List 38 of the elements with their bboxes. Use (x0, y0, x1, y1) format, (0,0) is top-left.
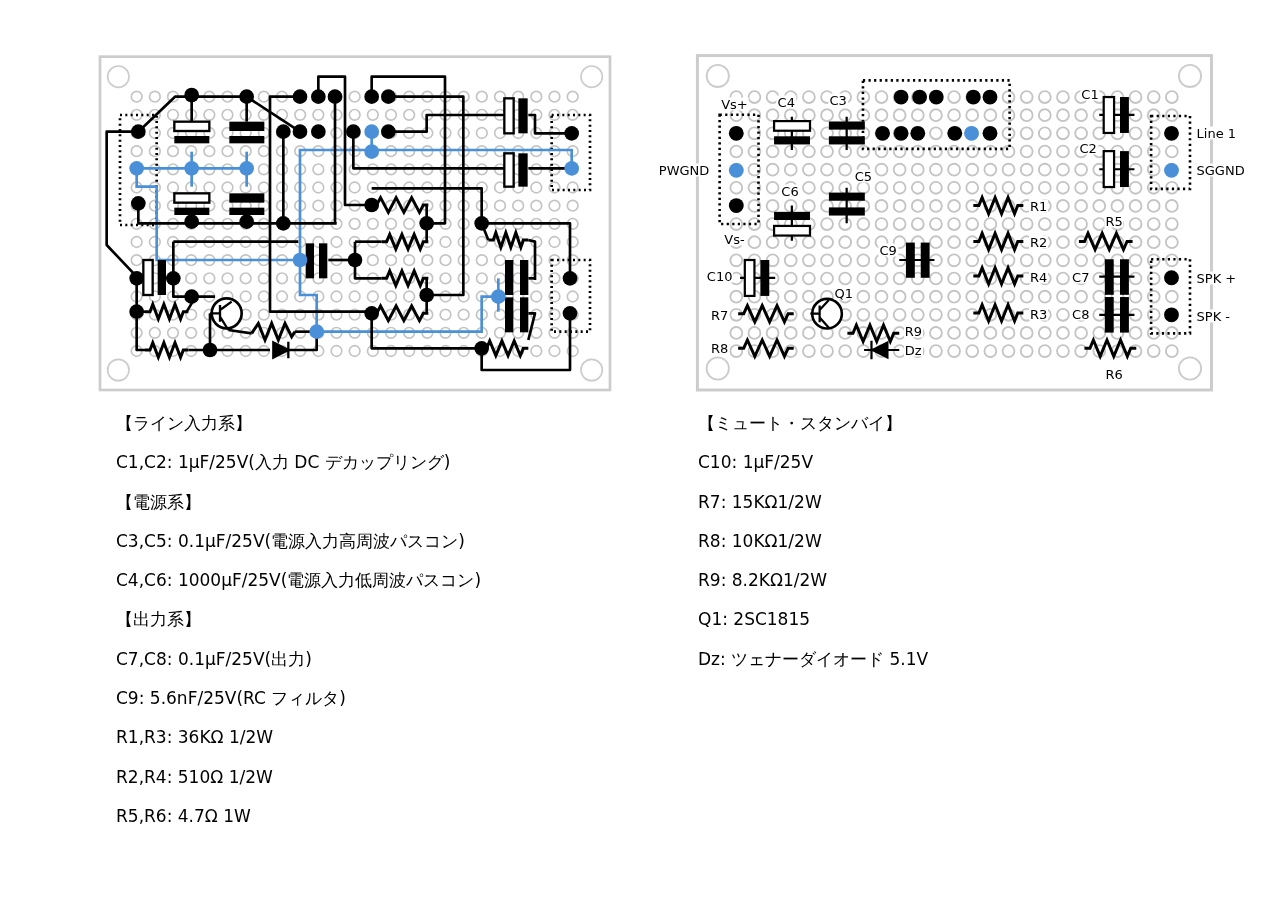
parts-list-line: R7: 15KΩ1/2W (698, 490, 823, 514)
component-label: C7 (1071, 270, 1091, 284)
component-label: R5 (1104, 214, 1124, 228)
parts-list-line: 【電源系】 (116, 490, 202, 514)
component-label: C6 (780, 184, 800, 198)
component-label: C5 (853, 169, 873, 183)
component-label: R6 (1104, 367, 1124, 381)
parts-list-line: Q1: 2SC1815 (698, 608, 812, 632)
parts-list-line: C7,C8: 0.1μF/25V(出力) (116, 647, 313, 671)
component-label: C2 (1078, 141, 1098, 155)
component-label: Vs+ (720, 97, 749, 111)
component-label: SPK + (1195, 271, 1238, 285)
parts-list-line: C9: 5.6nF/25V(RC フィルタ) (116, 687, 347, 711)
component-label: PWGND (657, 163, 711, 177)
component-label: C4 (776, 95, 796, 109)
component-label: Vs- (723, 232, 746, 246)
parts-list-line: 【ライン入力系】 (116, 412, 253, 435)
parts-list-line: R8: 10KΩ1/2W (698, 529, 823, 553)
parts-list-line: R5,R6: 4.7Ω 1W (116, 804, 252, 828)
component-label: C10 (705, 269, 734, 283)
parts-list-line: 【出力系】 (116, 608, 202, 632)
parts-list-line: C3,C5: 0.1μF/25V(電源入力高周波パスコン) (116, 529, 466, 553)
parts-list-line: R2,R4: 510Ω 1/2W (116, 765, 274, 789)
component-label: C3 (828, 93, 848, 107)
component-label: C9 (878, 243, 898, 257)
parts-list-line: R1,R3: 36KΩ 1/2W (116, 726, 275, 750)
component-label: SGGND (1195, 163, 1246, 177)
parts-list-line: R9: 8.2KΩ1/2W (698, 569, 829, 593)
component-label: C8 (1071, 307, 1091, 321)
parts-list-line: Dz: ツェナーダイオード 5.1V (698, 647, 929, 671)
parts-list-line: C10: 1μF/25V (698, 451, 815, 475)
parts-list-line: C4,C6: 1000μF/25V(電源入力低周波パスコン) (116, 569, 482, 593)
component-label: Q1 (833, 286, 854, 300)
component-label: C1 (1080, 87, 1100, 101)
component-label: Line 1 (1195, 126, 1238, 140)
parts-list-line: 【ミュート・スタンバイ】 (698, 412, 903, 435)
parts-list-line: C1,C2: 1μF/25V(入力 DC デカップリング) (116, 451, 452, 475)
component-label: SPK - (1195, 309, 1231, 323)
